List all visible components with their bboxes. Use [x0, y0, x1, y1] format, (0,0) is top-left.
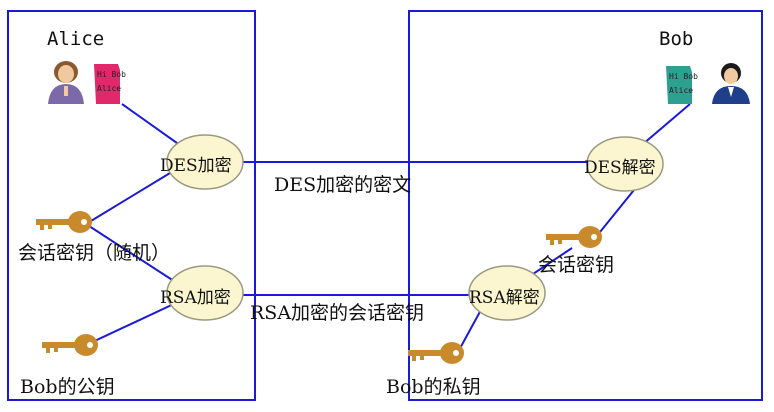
alice-document-icon	[94, 64, 120, 104]
bob-person-icon	[712, 63, 750, 104]
bob-private-key-icon	[408, 342, 464, 364]
des-decrypt-label: DES解密	[584, 158, 656, 178]
rsa-decrypt-label: RSA解密	[469, 288, 540, 308]
bob-name: Bob	[659, 28, 694, 50]
rsa-encrypt-label: RSA加密	[160, 288, 231, 308]
line-privkey-to-rsa	[457, 307, 483, 353]
des-encrypt-label: DES加密	[160, 156, 232, 176]
line-key-to-rsa	[85, 223, 181, 286]
rsa-encrypt-node	[166, 265, 244, 321]
line-alice-to-des	[121, 103, 185, 149]
alice-name: Alice	[47, 28, 105, 50]
bob-public-key-icon	[42, 334, 98, 356]
des-encrypt-node	[166, 134, 244, 190]
line-key-to-des	[85, 169, 176, 225]
bob-public-key-label: Bob的公钥	[20, 376, 115, 398]
bob-panel	[408, 10, 763, 401]
alice-person-icon	[48, 61, 84, 104]
session-key-random-label: 会话密钥（随机）	[18, 242, 171, 264]
line-sessionkey-to-des	[599, 189, 635, 233]
bob-document-icon	[666, 66, 692, 104]
rsa-session-key-label: RSA加密的会话密钥	[250, 302, 425, 324]
line-rsa-to-sessionkey	[529, 247, 573, 277]
bob-note-line-1: Hi Bob	[669, 72, 698, 81]
bob-note-line-2: Alice	[669, 86, 694, 95]
des-ciphertext-label: DES加密的密文	[274, 174, 412, 196]
session-key-icon	[546, 226, 602, 248]
rsa-decrypt-node	[468, 265, 546, 321]
line-pubkey-to-rsa	[85, 301, 179, 346]
alice-note-line-2: Alice	[97, 84, 122, 93]
session-key-random-icon	[36, 211, 92, 233]
session-key-label: 会话密钥	[538, 254, 615, 276]
des-decrypt-node	[586, 136, 664, 192]
bob-private-key-label: Bob的私钥	[386, 376, 481, 398]
alice-note-line-1: Hi Bob	[97, 70, 126, 79]
alice-panel	[7, 10, 256, 401]
connector-lines	[85, 103, 691, 353]
